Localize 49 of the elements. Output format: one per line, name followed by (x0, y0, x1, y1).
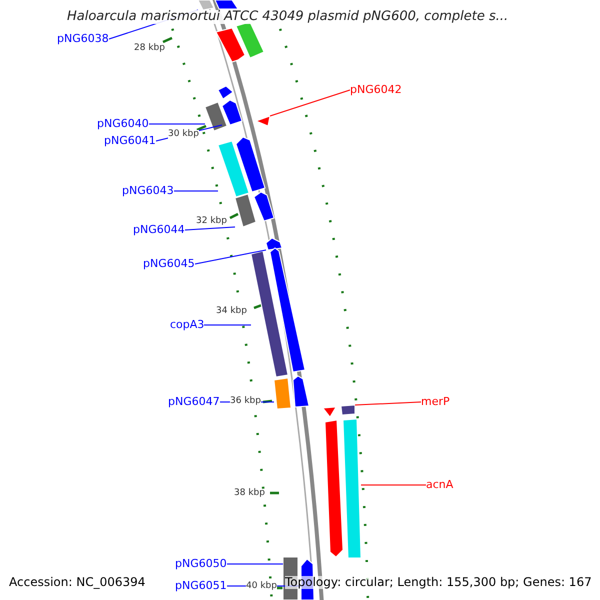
gene-segment (234, 193, 257, 228)
gene-label: merP (421, 396, 450, 408)
gene-label: pNG6041 (104, 135, 156, 148)
gene-label: pNG6043 (122, 185, 174, 198)
gene-label: pNG6047 (168, 396, 220, 408)
leader-line (184, 226, 236, 230)
gene-label: pNG6040 (97, 118, 149, 130)
gene-label: pNG6045 (143, 258, 195, 270)
gene-label: pNG6038 (57, 33, 109, 46)
map-title: Haloarcula marismortui ATCC 43049 plasmid pNG600, complete s... (67, 10, 508, 24)
gene-label: pNG6050 (175, 558, 227, 570)
scale-label: 34 kbp (216, 307, 247, 317)
gene-segment (197, 0, 215, 11)
gene-label: pNG6044 (133, 224, 185, 236)
gene-segment (214, 0, 239, 10)
scale-label: 38 kbp (234, 489, 265, 499)
gene-segment (265, 237, 283, 251)
leader-line (194, 250, 266, 264)
gene-segment (292, 375, 310, 408)
leader-line (354, 402, 422, 406)
leader-line (360, 484, 426, 486)
gene-segment (269, 247, 306, 373)
scale-label: 36 kbp (230, 397, 261, 407)
gene-label: pNG6042 (350, 84, 402, 96)
gene-segment (215, 27, 246, 63)
leader-line (270, 90, 350, 116)
scale-label: 40 kbp (246, 582, 277, 592)
gene-segment (217, 85, 234, 100)
gene-segment (342, 418, 362, 558)
summary-text: Topology: circular; Length: 155,300 bp; Genes: 167 (285, 576, 592, 590)
scale-label: 30 kbp (168, 130, 199, 140)
gene-label: acnA (426, 479, 454, 492)
gene-segment (340, 404, 356, 416)
leader-line (204, 324, 252, 326)
gene-segment (217, 140, 250, 198)
scale-label: 28 kbp (134, 44, 165, 54)
gene-segment (273, 377, 292, 410)
gene-label: copA3 (170, 319, 204, 332)
accession-text: Accession: NC_006394 (9, 576, 146, 590)
gene-segment (253, 191, 275, 222)
gene-segment (322, 406, 337, 418)
gene-segment (250, 250, 289, 378)
scale-label: 32 kbp (196, 217, 227, 227)
gene-segment (235, 21, 265, 59)
leader-line (174, 190, 218, 192)
gene-segment (204, 101, 228, 132)
gene-segment (235, 136, 266, 193)
gene-segment (254, 115, 271, 127)
gene-label: pNG6051 (175, 580, 227, 592)
